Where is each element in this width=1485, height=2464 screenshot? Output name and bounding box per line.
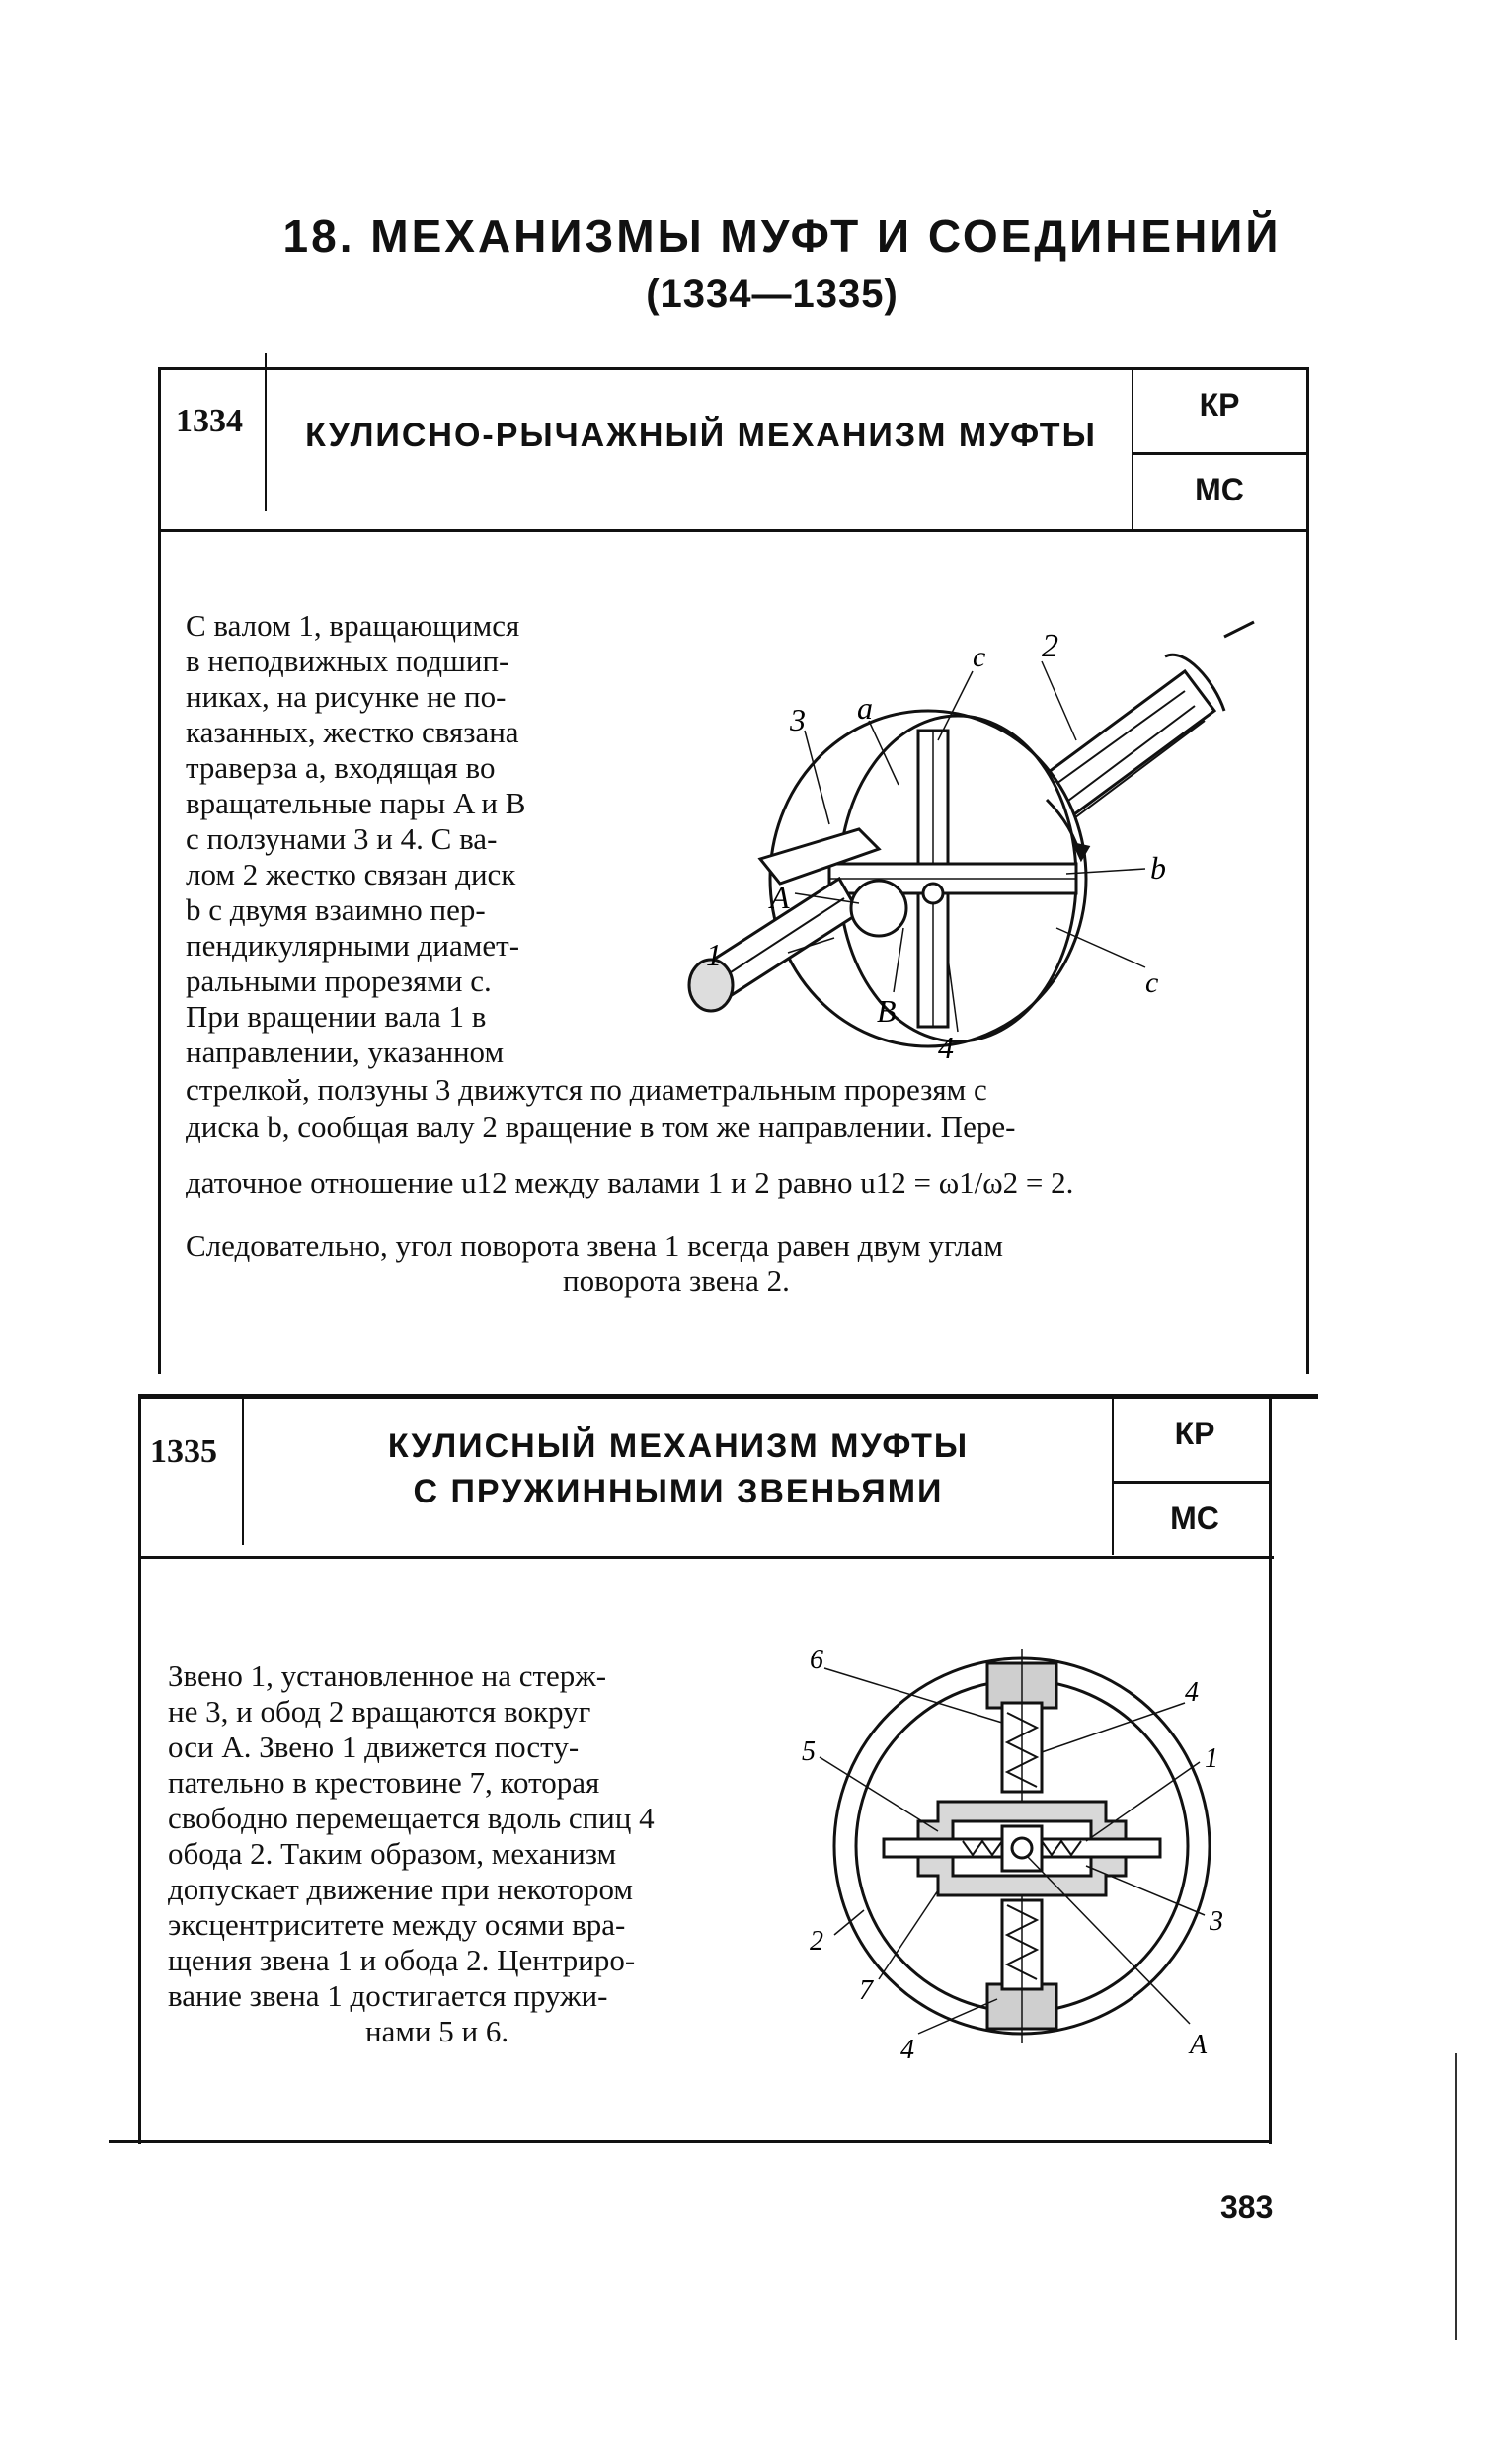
figure-label: c (1145, 966, 1158, 999)
scan-edge-line (1455, 2053, 1457, 2340)
text-line: нами 5 и 6. (365, 2014, 509, 2048)
frame-top-line (138, 1394, 1318, 1399)
text-line: b с двумя взаимно пер- (186, 892, 486, 927)
text-line: С валом 1, вращающимся (186, 608, 520, 643)
text-line: щения звена 1 и обода 2. Центриро- (168, 1943, 636, 1977)
section-number: 1334 (176, 403, 243, 439)
figure-label: 3 (1209, 1906, 1223, 1937)
figure-label: 2 (1042, 628, 1058, 664)
header-bottom-line (158, 529, 1308, 532)
text-line: Следовательно, угол поворота звена 1 все… (186, 1228, 1003, 1263)
text-line: никах, на рисунке не по- (186, 679, 507, 714)
text-line: Звено 1, установленное на стерж- (168, 1658, 607, 1693)
section-tag-kr: КР (1199, 387, 1240, 423)
text-line: При вращении вала 1 в (186, 999, 487, 1034)
figure-label: B (877, 993, 897, 1029)
text-line: стрелкой, ползуны 3 движутся по диаметра… (186, 1072, 987, 1107)
text-line: диска b, сообщая валу 2 вращение в том ж… (186, 1110, 1016, 1144)
chapter-range: (1334—1335) (646, 272, 899, 316)
section-title-line: С ПРУЖИННЫМИ ЗВЕНЬЯМИ (413, 1473, 944, 1510)
figure-label: c (973, 641, 985, 673)
text-line: пендикулярными диамет- (186, 928, 520, 962)
text-line: лом 2 жестко связан диск (186, 857, 516, 891)
header-bottom-line (138, 1556, 1274, 1559)
text-line: ральными прорезями c. (186, 963, 492, 998)
figure-label: 3 (789, 702, 806, 737)
figure-label: 5 (802, 1736, 816, 1767)
section-number: 1335 (150, 1433, 217, 1470)
text-line: казанных, жестко связана (186, 715, 519, 749)
text-line: даточное отношение u12 между валами 1 и … (186, 1165, 1074, 1199)
chapter-title: 18. МЕХАНИЗМЫ МУФТ И СОЕДИНЕНИЙ (282, 210, 1282, 262)
text-line: обода 2. Таким образом, механизм (168, 1836, 617, 1871)
header-divider (1132, 367, 1133, 530)
header-divider (1112, 1397, 1114, 1555)
page-number: 383 (1220, 2190, 1274, 2225)
figure-label: 4 (938, 1030, 954, 1065)
header-divider (242, 1397, 244, 1545)
section-title-line: КУЛИСНЫЙ МЕХАНИЗМ МУФТЫ (387, 1427, 970, 1465)
coupling-figure-1335: 6 4 5 1 2 3 7 4 A (802, 1645, 1223, 2065)
section-tag-ms: МС (1170, 1501, 1219, 1536)
section-tag-kr: КР (1174, 1416, 1215, 1451)
text-line: допускает движение при некотором (168, 1872, 634, 1906)
figure-label: 4 (900, 2035, 914, 2065)
text-line: пательно в крестовине 7, которая (168, 1765, 600, 1800)
header-divider (265, 353, 267, 511)
text-line: вание звена 1 достигается пружи- (168, 1978, 608, 2013)
frame-left-line (158, 367, 161, 1374)
text-line: в неподвижных подшип- (186, 644, 509, 678)
frame-top-line (158, 367, 1308, 370)
text-line: свободно перемещается вдоль спиц 4 (168, 1801, 655, 1835)
text-line: с ползунами 3 и 4. С ва- (186, 821, 498, 856)
tag-divider (1133, 452, 1306, 455)
tag-divider (1114, 1481, 1272, 1484)
text-line: не 3, и обод 2 вращаются вокруг (168, 1694, 591, 1729)
frame-right-line (1269, 1394, 1272, 2144)
figure-label: a (857, 690, 873, 726)
figure-label: A (1188, 2030, 1208, 2060)
text-line: направлении, указанном (186, 1035, 505, 1069)
text-line: вращательные пары A и B (186, 786, 526, 820)
section-title: КУЛИСНО-РЫЧАЖНЫЙ МЕХАНИЗМ МУФТЫ (305, 417, 1097, 454)
figure-label: 1 (706, 937, 722, 972)
frame-right-line (1306, 367, 1309, 1374)
section-tag-ms: МС (1195, 472, 1244, 507)
text-line: эксцентриситете между осями вра- (168, 1907, 626, 1942)
frame-left-line (138, 1394, 141, 2144)
figure-label: 4 (1185, 1677, 1199, 1708)
text-line: поворота звена 2. (563, 1264, 790, 1298)
figure-label: 6 (810, 1645, 823, 1675)
figure-label: 1 (1205, 1743, 1218, 1774)
figure-label: A (768, 880, 790, 915)
text-line: траверза a, входящая во (186, 750, 496, 785)
figure-label: 7 (859, 1975, 874, 2006)
figure-label: b (1150, 850, 1166, 886)
frame-bottom-line (109, 2140, 1272, 2143)
coupling-figure-1334: 2 c a 3 b A 1 B 4 c (687, 620, 1255, 1065)
figure-label: 2 (810, 1926, 823, 1957)
text-line: оси A. Звено 1 движется посту- (168, 1730, 580, 1764)
